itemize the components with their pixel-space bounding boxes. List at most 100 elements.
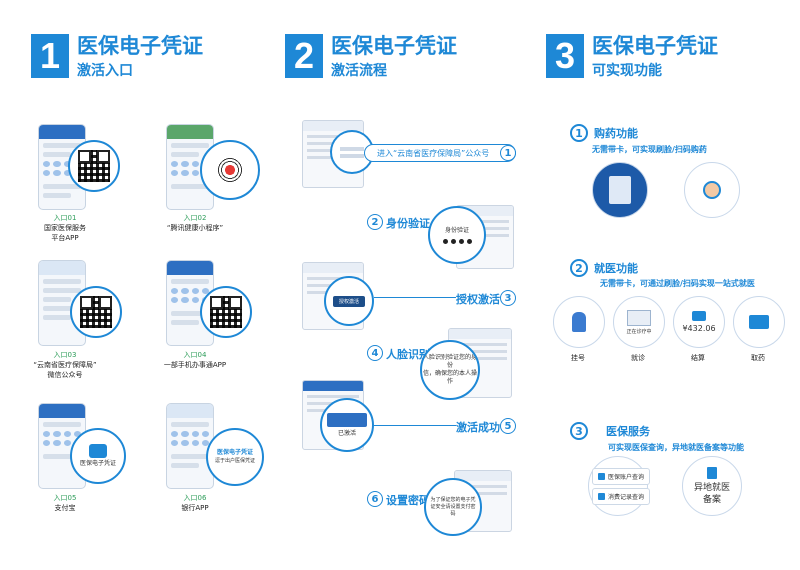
column-2-subtitle: 激活流程 <box>331 63 387 79</box>
step-2-label: 身份验证 <box>386 217 430 230</box>
feature-1-title: 1 购药功能 <box>570 124 638 142</box>
consultation-status: 正在诊疗中 <box>626 328 652 335</box>
column-2-title: 医保电子凭证 <box>331 34 457 58</box>
entry-4-phone <box>166 260 214 346</box>
consumption-query-label: 消费记录查询 <box>608 494 645 501</box>
column-2-header: 2 医保电子凭证 激活流程 <box>285 34 457 80</box>
feature-2-title: 2 就医功能 <box>570 259 638 277</box>
step-2-number: 2 <box>367 214 383 230</box>
step-3-label: 授权激活 <box>456 293 500 306</box>
step-1-label: 进入“云南省医疗保障局”公众号 <box>377 148 490 158</box>
entry-1-tag: 入口01 <box>53 214 77 222</box>
feature-2-item-4: 取药 <box>751 354 765 362</box>
step-5-connector <box>374 425 456 426</box>
registration-icon <box>553 296 605 348</box>
step-6-zoom: 为了保证您的电子凭证安全请设置支付密码 <box>424 478 482 536</box>
feature-3-name: 医保服务 <box>606 425 650 438</box>
scan-terminal-icon <box>592 162 648 218</box>
document-icon <box>706 466 717 479</box>
entry-6-name-line1: 银行APP <box>181 504 209 512</box>
entry-4-name-line1: 一部手机办事通APP <box>163 361 227 369</box>
entry-6-zoom-badge[interactable]: 医保电子凭证 逗于出户医保凭证 <box>206 428 264 486</box>
entry-4-qr-code[interactable] <box>200 286 252 338</box>
entry-6-label: 入口06 银行APP <box>140 493 250 513</box>
query-icon <box>598 473 605 480</box>
feature-3-title: 3 医保服务 <box>570 422 650 440</box>
feature-1-number: 1 <box>570 124 588 142</box>
record-icon <box>598 493 605 500</box>
entry-1-name-line2: 平台APP <box>51 234 79 242</box>
card-icon <box>327 412 367 427</box>
step-6-label: 设置密码 <box>386 494 430 507</box>
step-3-number: 3 <box>500 290 516 306</box>
column-1-subtitle: 激活入口 <box>77 63 133 79</box>
remote-filing-line2: 备案 <box>702 494 721 505</box>
step-5-number: 5 <box>500 418 516 434</box>
entry-2-name-line1: “腾讯健康小程序” <box>166 224 224 232</box>
feature-2-desc: 无需带卡，可通过刷脸/扫码实现一站式就医 <box>600 279 755 288</box>
entry-6-tag: 入口06 <box>183 494 207 502</box>
remote-filing-line1: 异地就医 <box>693 482 730 493</box>
entry-5-label: 入口05 支付宝 <box>10 493 120 513</box>
entry-6-badge-line2: 逗于出户医保凭证 <box>214 458 255 464</box>
entry-6-badge-line1: 医保电子凭证 <box>216 449 253 456</box>
account-query-circle <box>588 456 648 516</box>
entry-3-qr-code[interactable] <box>70 286 122 338</box>
feature-1-desc: 无需带卡，可实现刷脸/扫码购药 <box>592 145 707 154</box>
entry-4-label: 入口04 一部手机办事通APP <box>140 350 250 370</box>
step-1-number: 1 <box>500 145 516 161</box>
entry-1-name-line1: 国家医保服务 <box>44 224 86 232</box>
step-4-zoom: 人脸识别验证您的身份 信，确保您的本人操作 <box>420 340 480 400</box>
step-2-zoom: 身份验证 <box>428 206 486 264</box>
column-1-number: 1 <box>31 34 69 78</box>
entry-2-label: 入口02 “腾讯健康小程序” <box>140 213 250 233</box>
entry-2-mini-program-code[interactable] <box>200 140 260 200</box>
column-2-number: 2 <box>285 34 323 78</box>
pharmacy-icon <box>733 296 785 348</box>
face-scan-icon <box>684 162 740 218</box>
step-3-zoom: 授权激活 <box>324 276 374 326</box>
entry-5-badge-text: 医保电子凭证 <box>79 460 116 467</box>
entry-1-qr-code[interactable] <box>68 140 120 192</box>
entry-3-name-line1: “云南省医疗保障局” <box>33 361 97 369</box>
feature-2-number: 2 <box>570 259 588 277</box>
entry-4-tag: 入口04 <box>183 351 207 359</box>
feature-3-desc: 可实现医保查询，异地就医备案等功能 <box>608 443 744 452</box>
feature-2-name: 就医功能 <box>594 262 638 275</box>
step-1-bar[interactable]: 进入“云南省医疗保障局”公众号 <box>364 144 516 162</box>
step-6-number: 6 <box>367 491 383 507</box>
entry-5-zoom-badge[interactable]: 医保电子凭证 <box>70 428 126 484</box>
step-2-pin-dots <box>442 238 472 244</box>
step-4-label: 人脸识别 <box>386 348 430 361</box>
remote-filing-circle[interactable]: 异地就医 备案 <box>682 456 742 516</box>
entry-3-label: 入口03 “云南省医疗保障局” 微信公众号 <box>10 350 120 380</box>
feature-1-name: 购药功能 <box>594 127 638 140</box>
step-6-bubble-text: 为了保证您的电子凭证安全请设置支付密码 <box>430 496 476 517</box>
step-3-bubble-button[interactable]: 授权激活 <box>332 295 365 307</box>
column-1-title: 医保电子凭证 <box>77 34 203 58</box>
step-5-label: 激活成功 <box>456 421 500 434</box>
entry-5-tag: 入口05 <box>53 494 77 502</box>
entry-3-name-line2: 微信公众号 <box>47 371 83 379</box>
account-query-label: 医保账户查询 <box>608 474 645 481</box>
column-3-subtitle: 可实现功能 <box>592 63 662 79</box>
step-3-connector <box>374 297 456 298</box>
entry-2-tag: 入口02 <box>183 214 207 222</box>
column-3-number: 3 <box>546 34 584 78</box>
column-3-title: 医保电子凭证 <box>592 34 718 58</box>
feature-3-number: 3 <box>570 422 588 440</box>
step-5-zoom: 已激活 <box>320 398 374 452</box>
entry-3-phone <box>38 260 86 346</box>
step-4-number: 4 <box>367 345 383 361</box>
step-4-bubble-line1: 人脸识别验证您的身份 <box>422 354 477 369</box>
feature-2-item-3: 结算 <box>691 354 705 362</box>
account-query-button[interactable]: 医保账户查询 <box>592 468 651 485</box>
consumption-query-button[interactable]: 消费记录查询 <box>592 488 651 505</box>
entry-1-label: 入口01 国家医保服务 平台APP <box>10 213 120 243</box>
entry-5-name-line1: 支付宝 <box>54 504 76 512</box>
feature-2-item-2: 就诊 <box>631 354 645 362</box>
settlement-icon: ¥432.06 <box>673 296 725 348</box>
entry-3-tag: 入口03 <box>53 351 77 359</box>
settlement-amount: ¥432.06 <box>682 324 716 333</box>
column-1-header: 1 医保电子凭证 激活入口 <box>31 34 203 80</box>
